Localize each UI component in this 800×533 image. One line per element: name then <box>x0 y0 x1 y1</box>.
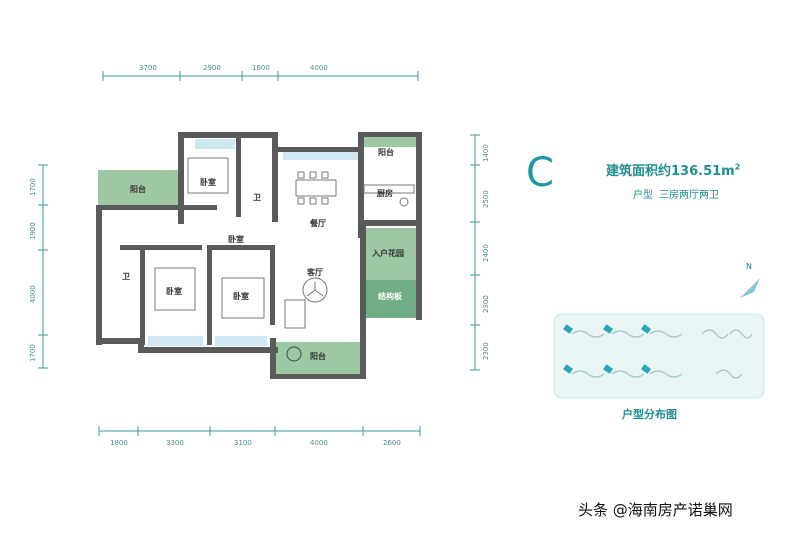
dim-bottom-1: 1800 <box>110 439 128 447</box>
dim-top-2: 2900 <box>203 64 221 72</box>
room-structure-slab: 结构板 <box>378 291 403 301</box>
room-bedroom-top: 卧室 <box>200 177 216 187</box>
compass-north-label: N <box>746 262 752 271</box>
room-bedroom-left: 卧室 <box>166 286 182 296</box>
balcony-left-area <box>98 170 178 205</box>
balcony-top-right-area <box>363 135 418 147</box>
left-dimension-line: 1700 1900 4000 1700 <box>29 164 48 369</box>
room-balcony-top-right: 阳台 <box>378 147 394 157</box>
top-dimension-line: 3700 2900 1600 4000 <box>102 64 419 81</box>
building-area: 建筑面积约136.51m2 <box>606 160 740 179</box>
dim-right-5: 2300 <box>482 342 490 360</box>
bottom-dimension-line: 1800 3300 3100 4000 2600 <box>98 426 421 447</box>
room-bath-left: 卫 <box>122 272 130 281</box>
room-bath-top: 卫 <box>253 193 261 202</box>
unit-layout: 户型三房两厅两卫 <box>633 186 725 201</box>
structure-slab-area <box>366 280 418 318</box>
dim-bottom-5: 2600 <box>383 439 401 447</box>
dim-bottom-2: 3300 <box>166 439 184 447</box>
dining-table <box>295 171 337 205</box>
right-dimension-line: 1400 2500 2400 2300 2300 <box>470 134 490 371</box>
room-balcony-left: 阳台 <box>130 184 146 194</box>
dim-top-3: 1600 <box>252 64 270 72</box>
unit-layout-value: 三房两厅两卫 <box>659 190 719 201</box>
dim-right-3: 2400 <box>482 244 490 262</box>
room-living: 客厅 <box>306 267 323 277</box>
bed-center <box>221 277 265 319</box>
dim-right-4: 2300 <box>482 295 490 313</box>
window-center-bedroom <box>215 336 267 346</box>
dim-right-2: 2500 <box>482 190 490 208</box>
unit-layout-label: 户型 <box>633 190 653 201</box>
room-bedroom-label-mid: 卧室 <box>228 234 244 244</box>
living-room-furniture <box>284 277 328 329</box>
compass-arrow-icon <box>740 278 760 298</box>
entry-garden-area <box>366 228 418 280</box>
balcony-bottom-area <box>274 342 362 377</box>
unit-type-letter: C <box>526 150 554 196</box>
window-top-bedroom <box>195 139 235 149</box>
watermark: 头条 @海南房产诺巢网 <box>578 501 733 519</box>
dist-highlight-markers <box>563 324 651 374</box>
unit-distribution-diagram <box>553 313 765 399</box>
dim-left-1: 1700 <box>29 178 37 196</box>
bed-left <box>154 267 196 311</box>
room-kitchen: 厨房 <box>377 188 393 198</box>
north-compass: N <box>736 262 766 302</box>
floor-plan: 阳台 卧室 卫 餐厅 阳台 厨房 卫 卧室 卧室 卧室 客厅 入户花园 结构板 … <box>96 132 422 379</box>
dim-right-1: 1400 <box>482 144 490 162</box>
window-dining <box>283 150 358 160</box>
dim-bottom-4: 4000 <box>310 439 328 447</box>
room-balcony-bottom: 阳台 <box>310 351 326 361</box>
dim-top-1: 3700 <box>139 64 157 72</box>
building-area-label: 建筑面积约136.51m <box>606 164 735 179</box>
dist-row-bottom <box>571 369 743 379</box>
room-bedroom-center: 卧室 <box>233 291 249 301</box>
bed-top <box>187 157 229 194</box>
dim-left-2: 1900 <box>29 222 37 240</box>
dim-top-4: 4000 <box>310 64 328 72</box>
dim-bottom-3: 3100 <box>234 439 252 447</box>
distribution-title: 户型分布图 <box>622 408 677 421</box>
balcony-chair <box>286 346 302 362</box>
dim-left-4: 1700 <box>29 344 37 362</box>
window-bottom-bedroom <box>148 336 203 346</box>
kitchen-counter <box>363 184 415 194</box>
room-dining: 餐厅 <box>309 218 326 228</box>
dist-row-top <box>571 329 753 339</box>
room-entry-garden: 入户花园 <box>371 248 404 258</box>
dim-left-3: 4000 <box>29 285 37 303</box>
area-unit-superscript: 2 <box>734 162 741 172</box>
